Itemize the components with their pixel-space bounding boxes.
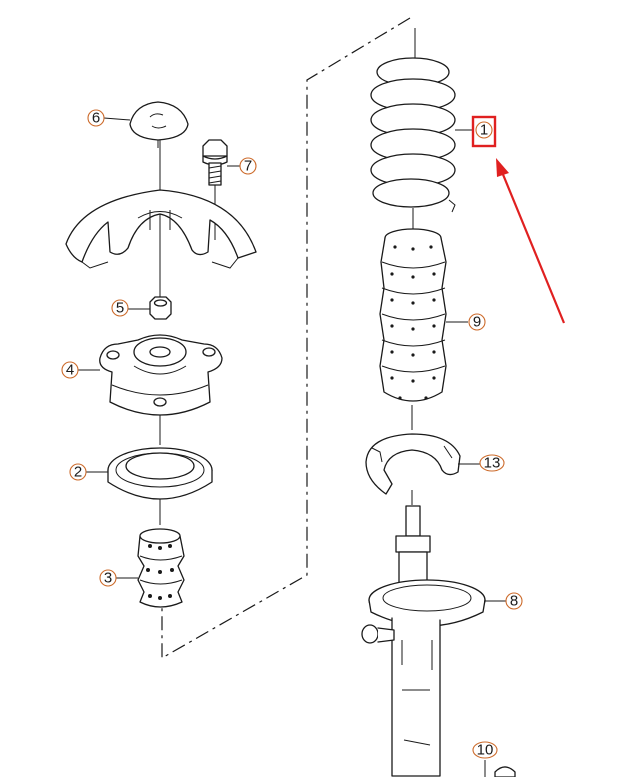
part-bolt [202,139,228,240]
part-strut [361,505,486,777]
svg-text:6: 6 [92,110,100,127]
svg-text:7: 7 [244,158,252,175]
part-splash-shield [65,189,257,269]
part-dust-cap [129,101,189,148]
svg-text:2: 2 [74,464,82,481]
svg-text:5: 5 [116,300,124,317]
callout-9[interactable]: 9 [468,313,486,331]
callout-1[interactable]: 1 [471,115,497,148]
part-spring-insulator [365,433,461,495]
callout-7[interactable]: 7 [239,157,257,175]
svg-text:13: 13 [484,455,501,472]
svg-text:8: 8 [510,593,518,610]
callout-6[interactable]: 6 [87,109,105,127]
part-small-nut [484,760,516,777]
part-strut-mount [99,334,223,416]
svg-text:1: 1 [480,122,488,139]
assembly-boundary [161,17,411,660]
callout-8[interactable]: 8 [505,592,523,610]
leader-lines [78,117,506,602]
svg-text:10: 10 [477,742,494,759]
annotation-arrow [496,158,566,324]
callout-2[interactable]: 2 [69,463,87,481]
callout-5[interactable]: 5 [111,299,129,317]
callout-13[interactable]: 13 [479,454,505,472]
svg-text:3: 3 [104,570,112,587]
callout-4[interactable]: 4 [61,361,79,379]
part-nut [149,296,172,320]
part-bearing [107,447,213,500]
svg-text:9: 9 [473,314,481,331]
part-coil-spring [370,57,456,213]
svg-text:4: 4 [66,362,74,379]
bump-stop-holes [146,544,174,600]
part-dust-boot [379,228,447,402]
callout-3[interactable]: 3 [99,569,117,587]
dust-boot-holes [390,245,436,400]
callout-10[interactable]: 10 [472,741,498,759]
callout-1-highlight-box [471,115,497,148]
part-bump-stop [137,528,185,608]
